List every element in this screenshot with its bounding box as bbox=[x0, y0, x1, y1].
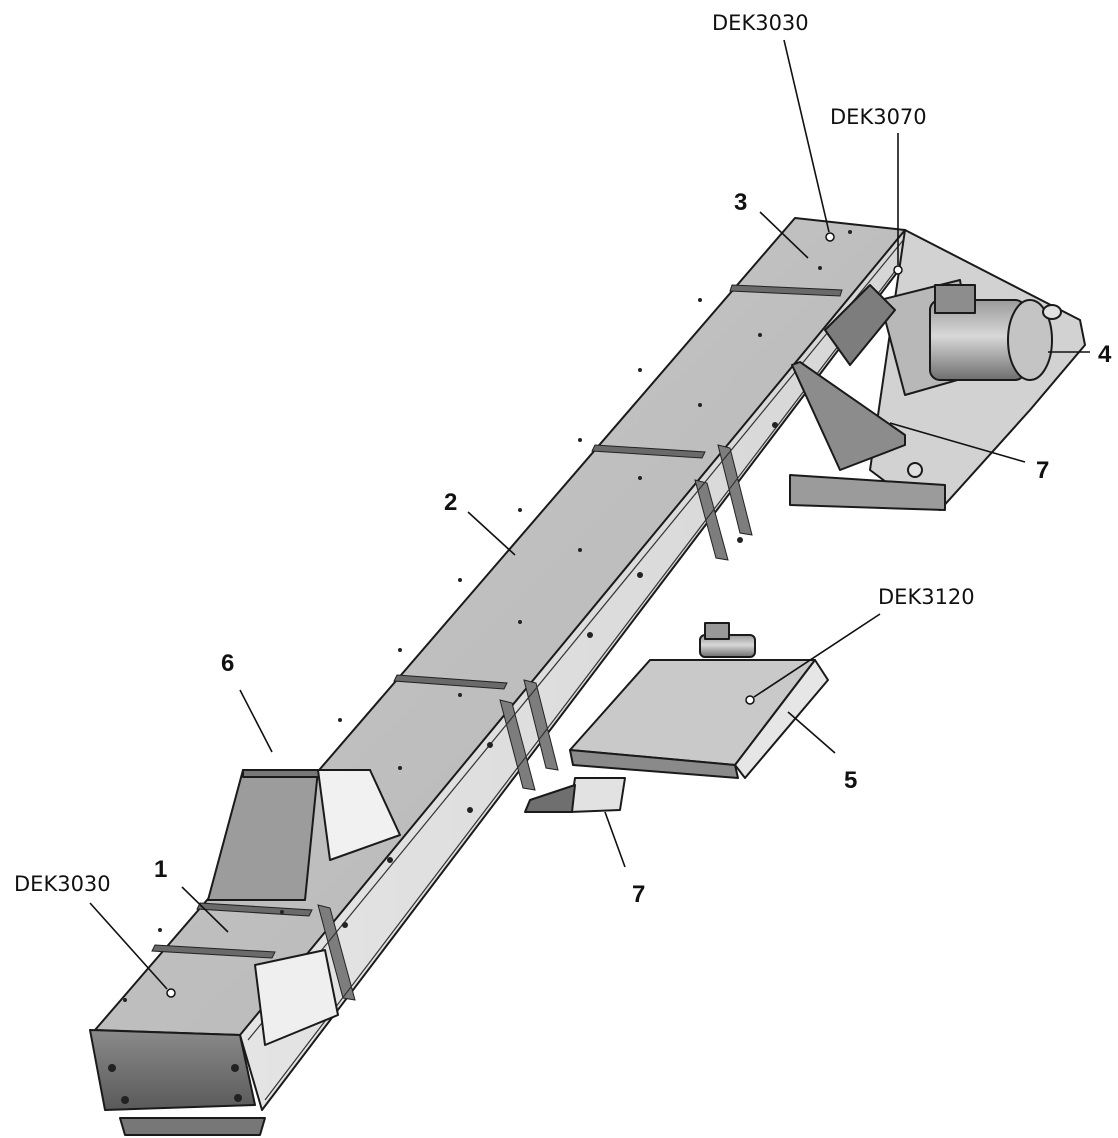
marker-head bbox=[893, 265, 903, 275]
callout-3: 3 bbox=[734, 189, 747, 216]
discharge-gate-section bbox=[524, 622, 829, 813]
tail-end-plate bbox=[89, 1029, 256, 1111]
inlet-hopper bbox=[207, 769, 319, 901]
drive-frame-rail bbox=[789, 474, 946, 511]
lower-support-bracket bbox=[569, 777, 626, 813]
side-ribs bbox=[317, 444, 753, 1001]
callout-1: 1 bbox=[154, 856, 167, 883]
ref-dek3070: DEK3070 bbox=[830, 105, 927, 129]
gate-side-face bbox=[734, 659, 829, 779]
trough-top-cover bbox=[94, 217, 906, 1036]
callout-5: 5 bbox=[844, 767, 857, 794]
callout-6: 6 bbox=[221, 650, 234, 677]
callout-7-head: 7 bbox=[1036, 457, 1049, 484]
reference-markers bbox=[166, 232, 903, 998]
pivot-pin bbox=[907, 462, 923, 478]
reference-labels: DEK3030 DEK3070 DEK3120 DEK3030 bbox=[14, 11, 975, 896]
inlet-section bbox=[89, 769, 401, 1136]
support-gusset bbox=[791, 361, 906, 471]
marker-gate bbox=[745, 695, 755, 705]
torque-arm bbox=[824, 284, 896, 366]
motor-end-cap bbox=[1007, 299, 1053, 381]
ref-dek3030-left: DEK3030 bbox=[14, 872, 111, 896]
head-drive-section bbox=[789, 229, 1086, 511]
callout-numbers: 1 2 3 4 5 6 7 7 bbox=[154, 189, 1112, 908]
inlet-transition bbox=[317, 769, 401, 861]
tail-guard bbox=[254, 949, 339, 1046]
ref-dek3030-top: DEK3030 bbox=[712, 11, 809, 35]
lifting-eye bbox=[1042, 304, 1062, 320]
leader-lines bbox=[89, 39, 1090, 990]
marker-top-cover bbox=[825, 232, 835, 242]
callout-7-lower: 7 bbox=[632, 881, 645, 908]
lower-support-shadow bbox=[524, 784, 576, 813]
gate-motor-box bbox=[704, 622, 730, 640]
motor-terminal-box bbox=[934, 284, 976, 314]
gate-rail bbox=[569, 749, 739, 779]
cover-joints bbox=[151, 284, 843, 959]
callout-2: 2 bbox=[444, 489, 457, 516]
tail-base bbox=[119, 1117, 266, 1136]
callout-4: 4 bbox=[1098, 341, 1112, 368]
marker-tail bbox=[166, 988, 176, 998]
ref-dek3120: DEK3120 bbox=[878, 585, 975, 609]
